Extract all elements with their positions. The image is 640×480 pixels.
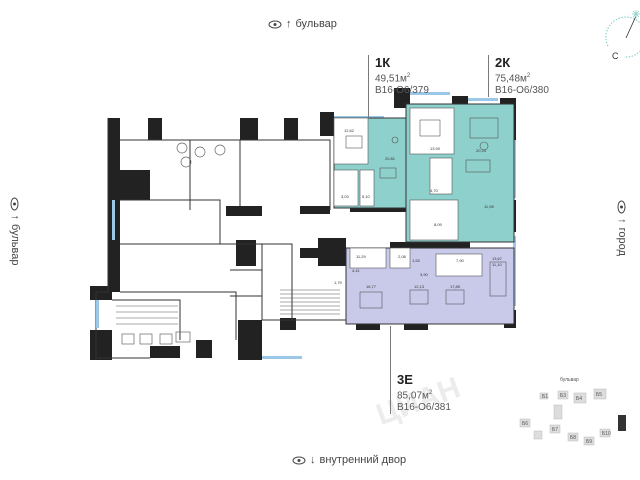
sun-icon — [632, 10, 640, 18]
room-label: 2,08 — [398, 254, 407, 259]
svg-text:Б4: Б4 — [576, 396, 582, 402]
lobby-furniture — [121, 142, 226, 345]
apartment-area: 75,48м2 — [495, 73, 531, 85]
apartment-card-2k[interactable]: 2К 75,48м2 В16-О6/380 — [488, 55, 549, 98]
room-label: 20,81 — [385, 156, 396, 161]
room-label: 20,20 — [476, 148, 487, 153]
apt-3e-bath — [349, 247, 387, 269]
room-label: 4,70 — [430, 188, 439, 193]
apt-2k-room1 — [409, 107, 455, 155]
svg-text:Б5: Б5 — [596, 392, 602, 398]
room-label: 3,90 — [420, 272, 429, 277]
apt-3e-wc — [389, 247, 411, 269]
apartment-id: В16-О6/380 — [495, 85, 549, 97]
room-label: 1,79 — [334, 280, 343, 285]
room-label: 12,13 — [414, 284, 425, 289]
apartment-card-1k[interactable]: 1К 49,51м2 В16-О6/379 — [368, 55, 429, 98]
room-label: 13,90 — [430, 146, 441, 151]
room-label: 1,53 — [412, 258, 421, 263]
arrow-icon: ↑ — [616, 218, 628, 224]
mini-plan: бульвар Б1 Б3 Б4 Б5 Б6 Б7 Б8 Б9 Б10 — [519, 377, 626, 446]
eye-icon — [11, 197, 19, 211]
view-top: ↑ бульвар — [268, 18, 337, 30]
apartment-id: В16-О6/381 — [397, 402, 451, 414]
svg-text:Б10: Б10 — [602, 431, 611, 437]
plan-outline — [95, 118, 350, 359]
room-label: 13,67 — [492, 256, 503, 261]
room-label: 16,77 — [366, 284, 377, 289]
apartment-code: 3Е — [397, 372, 413, 387]
leader-line — [390, 326, 391, 408]
apartment-id: В16-О6/379 — [375, 85, 429, 97]
view-top-label: бульвар — [295, 18, 337, 30]
svg-text:Б1: Б1 — [542, 394, 548, 400]
room-labels: 12,62 20,81 3,03 5,10 13,90 20,20 4,70 8… — [334, 128, 503, 289]
apartment-area: 85,07м2 — [397, 390, 433, 402]
view-bottom: ↓ внутренний двор — [292, 454, 406, 466]
arrow-up-icon: ↑ — [286, 18, 292, 30]
leader-line — [368, 55, 369, 117]
room-label: 7,90 — [456, 258, 465, 263]
apt-1k-hall — [359, 169, 375, 207]
compass-letter: С — [612, 51, 619, 61]
eye-icon — [618, 200, 626, 214]
room-label: 5,10 — [362, 194, 371, 199]
svg-text:Б7: Б7 — [552, 427, 558, 433]
arrow-down-icon: ↓ — [310, 454, 316, 466]
room-label: 11,29 — [356, 254, 366, 259]
view-right: ↑ город — [616, 183, 628, 273]
svg-text:Б8: Б8 — [570, 435, 576, 441]
mini-plan-label: бульвар — [560, 377, 579, 383]
arrow-icon: ↑ — [9, 214, 21, 221]
apartment-area: 49,51м2 — [375, 73, 411, 85]
view-bottom-label: внутренний двор — [319, 454, 407, 466]
svg-text:Б9: Б9 — [586, 439, 592, 445]
apt-1k-bath — [333, 169, 359, 207]
svg-text:Б6: Б6 — [522, 421, 528, 427]
apt-1k-room1 — [333, 117, 369, 165]
view-left: ↑ бульвар — [9, 176, 21, 286]
apartment-code: 1К — [375, 55, 391, 70]
apartment-code: 2К — [495, 55, 511, 70]
leader-line — [488, 55, 489, 97]
room-label: 3,03 — [341, 194, 350, 199]
svg-text:Б3: Б3 — [560, 393, 566, 399]
view-left-label: бульвар — [9, 224, 21, 266]
room-label: 12,62 — [344, 128, 355, 133]
view-right-label: город — [616, 227, 628, 256]
apt-3e-hall — [435, 253, 483, 277]
room-label: 4,41 — [352, 268, 361, 273]
room-label: 8,09 — [434, 222, 443, 227]
eye-icon — [292, 456, 306, 464]
apt-2k-room2 — [409, 199, 459, 241]
apartment-card-3e[interactable]: 3Е 85,07м2 В16-О6/381 — [390, 372, 451, 415]
room-label: 11,98 — [484, 204, 494, 209]
apt-2k-bath — [429, 157, 453, 195]
eye-icon — [268, 20, 282, 28]
stairs — [116, 289, 340, 325]
room-label: 17,85 — [450, 284, 461, 289]
compass-icon: С — [605, 10, 640, 61]
room-label: 11,10 — [492, 262, 502, 267]
mini-plan-current-section — [618, 415, 626, 431]
